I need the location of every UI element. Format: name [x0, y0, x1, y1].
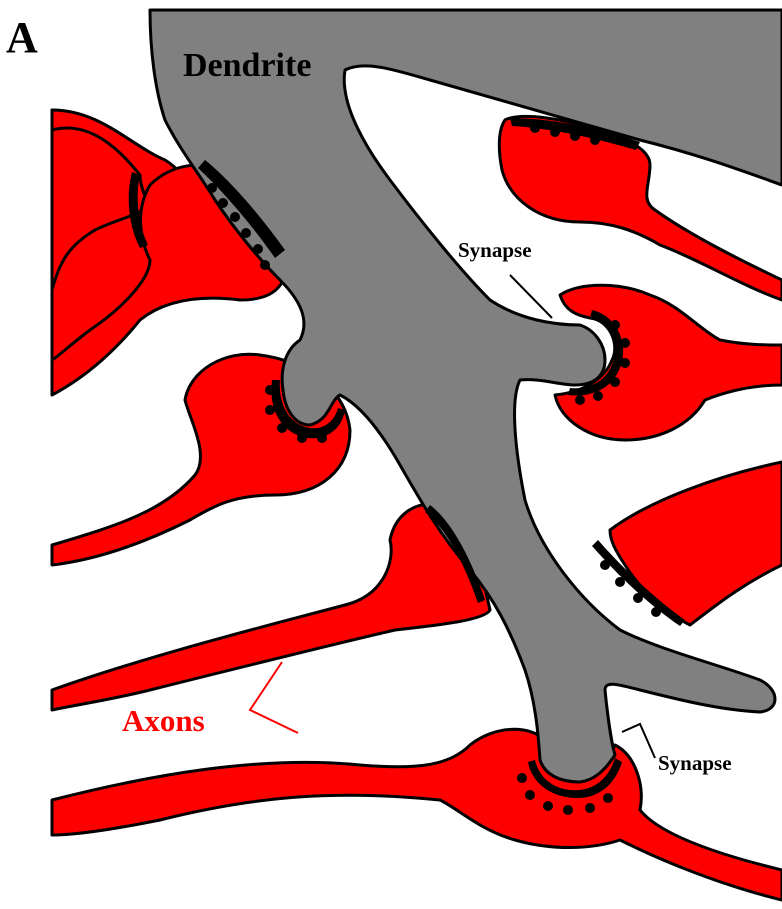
vesicle: [563, 805, 573, 815]
vesicle: [253, 244, 263, 254]
vesicle: [620, 338, 630, 348]
vesicle: [525, 790, 535, 800]
vesicle: [543, 801, 553, 811]
vesicle: [277, 423, 287, 433]
vesicle: [550, 127, 560, 137]
vesicle: [590, 135, 600, 145]
vesicle: [615, 577, 625, 587]
vesicle: [517, 773, 527, 783]
vesicle: [207, 183, 217, 193]
vesicle: [633, 593, 643, 603]
synapse-label-upper: Synapse: [458, 238, 532, 262]
vesicle: [260, 260, 270, 270]
axons-label: Axons: [122, 703, 205, 738]
vesicle: [610, 320, 620, 330]
vesicle: [575, 395, 585, 405]
vesicle: [218, 198, 228, 208]
vesicle: [317, 433, 327, 443]
vesicle: [600, 560, 610, 570]
vesicle: [651, 607, 661, 617]
dendrite-label: Dendrite: [183, 47, 311, 84]
synapse-label-lower: Synapse: [658, 751, 732, 775]
vesicle: [241, 228, 251, 238]
vesicle: [620, 358, 630, 368]
vesicle: [593, 391, 603, 401]
vesicle: [570, 131, 580, 141]
vesicle: [265, 385, 275, 395]
vesicle: [530, 123, 540, 133]
vesicle: [297, 433, 307, 443]
vesicle: [265, 405, 275, 415]
vesicle: [610, 377, 620, 387]
vesicle: [585, 803, 595, 813]
vesicle: [603, 793, 613, 803]
vesicle: [230, 212, 240, 222]
panel-label: A: [6, 13, 38, 62]
